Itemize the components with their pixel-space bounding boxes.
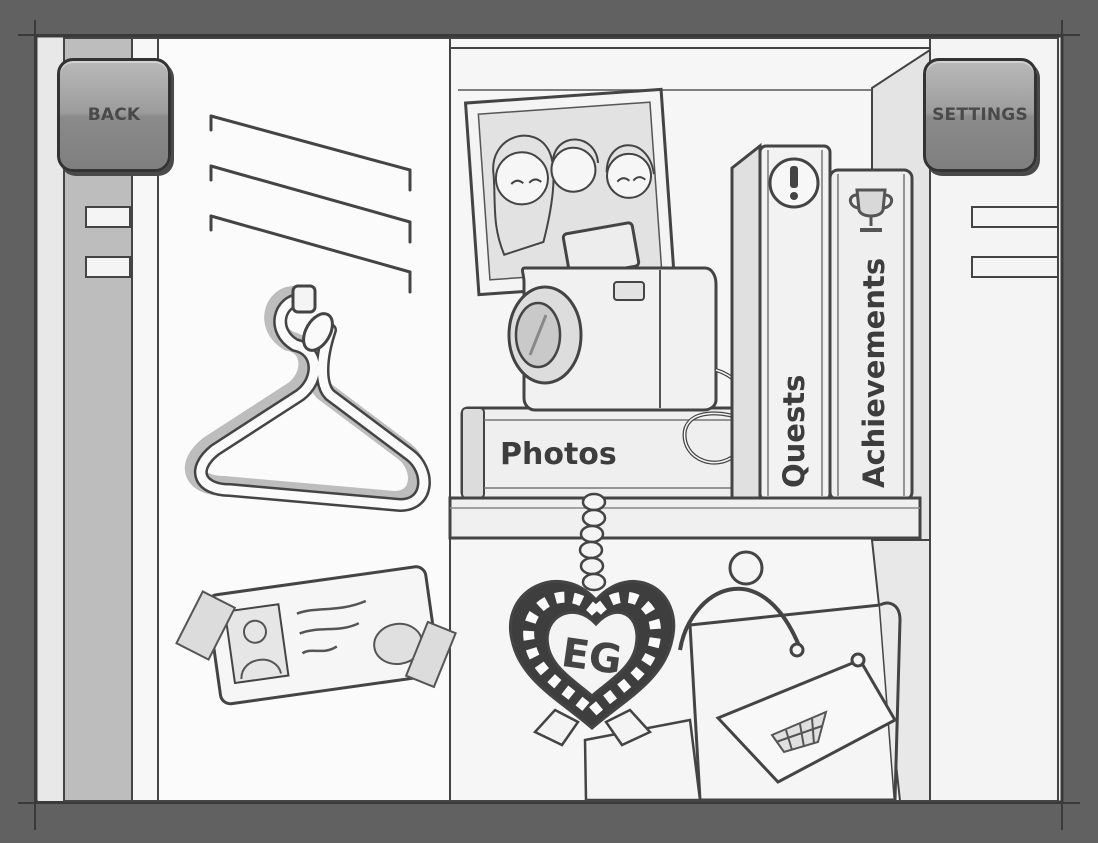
settings-button[interactable]: SETTINGS — [923, 58, 1037, 172]
camera[interactable] — [507, 221, 753, 465]
achievements-book-label: Achievements — [857, 258, 891, 488]
photos-book[interactable]: Photos — [460, 406, 760, 500]
shopping-bag[interactable] — [583, 550, 902, 802]
back-button[interactable]: BACK — [57, 58, 171, 172]
shelf — [448, 496, 922, 540]
back-button-label: BACK — [87, 105, 141, 125]
settings-button-label: SETTINGS — [932, 105, 1028, 125]
quests-book[interactable]: Quests — [730, 142, 832, 502]
bead-chain — [578, 492, 607, 592]
hanger — [184, 284, 431, 513]
quests-book-label: Quests — [777, 375, 811, 488]
trophy-icon — [848, 188, 894, 232]
eg-heart-charm[interactable]: EG — [508, 492, 676, 747]
id-card — [175, 565, 457, 706]
basket-icon — [770, 710, 828, 754]
achievements-book[interactable]: Achievements — [828, 168, 914, 502]
exclamation-icon — [768, 157, 820, 209]
door-vents — [209, 114, 412, 294]
charm-initials: EG — [559, 630, 625, 684]
photos-book-label: Photos — [500, 437, 617, 472]
